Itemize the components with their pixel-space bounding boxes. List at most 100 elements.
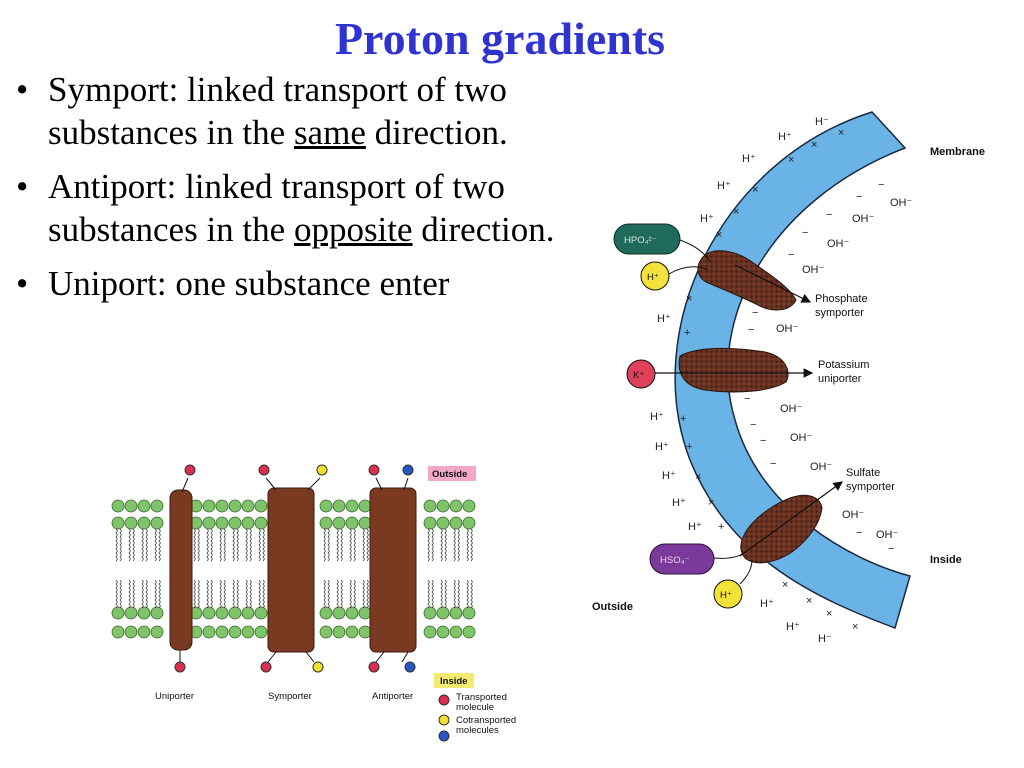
minus-mark: − (802, 227, 808, 239)
lipid-head (202, 499, 216, 513)
lipid-head (254, 606, 268, 620)
lipid-head (215, 606, 229, 620)
lipid-head (228, 499, 242, 513)
bullet-text-end: direction. (365, 113, 508, 152)
lipid-tail (470, 528, 473, 562)
lipid-head (124, 516, 138, 530)
lipid-head (462, 516, 476, 530)
lipid-tail (128, 528, 131, 562)
cross-mark: × (852, 621, 858, 633)
legend-cotransported-line2: molecules (456, 725, 499, 736)
k-plus-label: K⁺ (633, 370, 644, 381)
lipid-tail (444, 579, 447, 609)
lipid-tail (466, 528, 469, 562)
lipid-tail (141, 579, 144, 609)
potassium-label-line2: uniporter (818, 373, 862, 385)
phosphate-label-line2: symporter (815, 307, 864, 319)
lipid-head (423, 625, 437, 639)
lipid-tail (470, 579, 473, 609)
inside-tag (434, 673, 474, 688)
lipid-tail (158, 579, 161, 609)
h-minus-ion: H⁻ (815, 116, 829, 128)
lipid-head (423, 606, 437, 620)
lipid-tail (336, 579, 339, 609)
lipid-head (150, 516, 164, 530)
lipid-head (423, 516, 437, 530)
lipid-head (254, 625, 268, 639)
lipid-head (436, 625, 450, 639)
lipid-tail (193, 579, 196, 609)
cross-mark: × (752, 184, 758, 196)
potassium-uniporter: K⁺ Potassium uniporter (626, 347, 869, 393)
lipid-tail (119, 528, 122, 562)
lipid-tail (457, 528, 460, 562)
lipid-tail (219, 528, 222, 562)
membrane-band (674, 111, 911, 629)
lipid-tail (340, 528, 343, 562)
bullet-text: Antiport: linked transport of two substa… (48, 167, 505, 249)
antiporter-protein (369, 487, 417, 653)
lipid-tail (262, 528, 265, 562)
lipid-head (228, 516, 242, 530)
lipid-head (319, 516, 333, 530)
lipid-head (449, 499, 463, 513)
lipid-head (241, 606, 255, 620)
lipid-tail (453, 528, 456, 562)
lipid-tail (431, 528, 434, 562)
lipid-head (111, 606, 125, 620)
minus-mark: − (750, 419, 756, 431)
oh-ion: OH⁻ (842, 509, 865, 521)
oh-ion: OH⁻ (827, 238, 850, 250)
potassium-uniporter-protein (678, 347, 789, 393)
minus-mark: − (744, 393, 750, 405)
lipid-tail (258, 528, 261, 562)
lipid-tail (154, 528, 157, 562)
lipid-tail (193, 528, 196, 562)
lipid-head (332, 499, 346, 513)
minus-mark: − (856, 527, 862, 539)
h-plus-ion: H⁺ (717, 180, 731, 192)
membrane-transport-figure: Membrane Inside Outside H⁺ H⁻ × × H⁺ × H… (592, 111, 985, 645)
k-plus-ball (626, 359, 656, 389)
antiporter: Antiporter (368, 464, 417, 702)
bullet-list: •Symport: linked transport of two substa… (14, 68, 589, 316)
lipid-tail (431, 579, 434, 609)
hpo4-capsule (613, 223, 681, 255)
lipid-tail (362, 528, 365, 562)
uniporter-protein (169, 489, 193, 651)
lipid-tail (223, 528, 226, 562)
plus-mark: + (680, 413, 686, 425)
sulfate-label-line1: Sulfate (846, 467, 880, 479)
lipid-head (111, 499, 125, 513)
lipid-tail (197, 579, 200, 609)
bullet-marker: • (16, 167, 29, 206)
h-plus-ion: H⁺ (700, 213, 714, 225)
lipid-head (241, 516, 255, 530)
lipid-head (241, 499, 255, 513)
phosphate-label-line1: Phosphate (815, 293, 868, 305)
lipid-head (345, 516, 359, 530)
lipid-head (111, 625, 125, 639)
minus-mark: − (748, 324, 754, 336)
oh-ion: OH⁻ (790, 432, 813, 444)
cross-mark: × (716, 229, 722, 241)
lipid-tail (353, 579, 356, 609)
lipid-head (137, 516, 151, 530)
lipid-head (332, 625, 346, 639)
lipid-head (137, 606, 151, 620)
lipid-tail (115, 528, 118, 562)
lipid-head (202, 625, 216, 639)
bilayer-legend: Transported molecule Cotransported molec… (438, 692, 516, 742)
h-plus-ball (640, 261, 670, 291)
h-plus-ion: H⁺ (655, 441, 669, 453)
outside-label: Outside (592, 601, 633, 613)
lipid-tail (353, 528, 356, 562)
plus-mark: + (718, 521, 724, 533)
lipid-head (345, 625, 359, 639)
lipid-head (202, 516, 216, 530)
plus-mark: + (684, 327, 690, 339)
bullet-marker: • (16, 70, 29, 109)
bilayer-transport-figure: Outside Inside Uniporter Symporter (111, 464, 516, 742)
lipid-head (254, 499, 268, 513)
h-plus-ball (713, 579, 743, 609)
